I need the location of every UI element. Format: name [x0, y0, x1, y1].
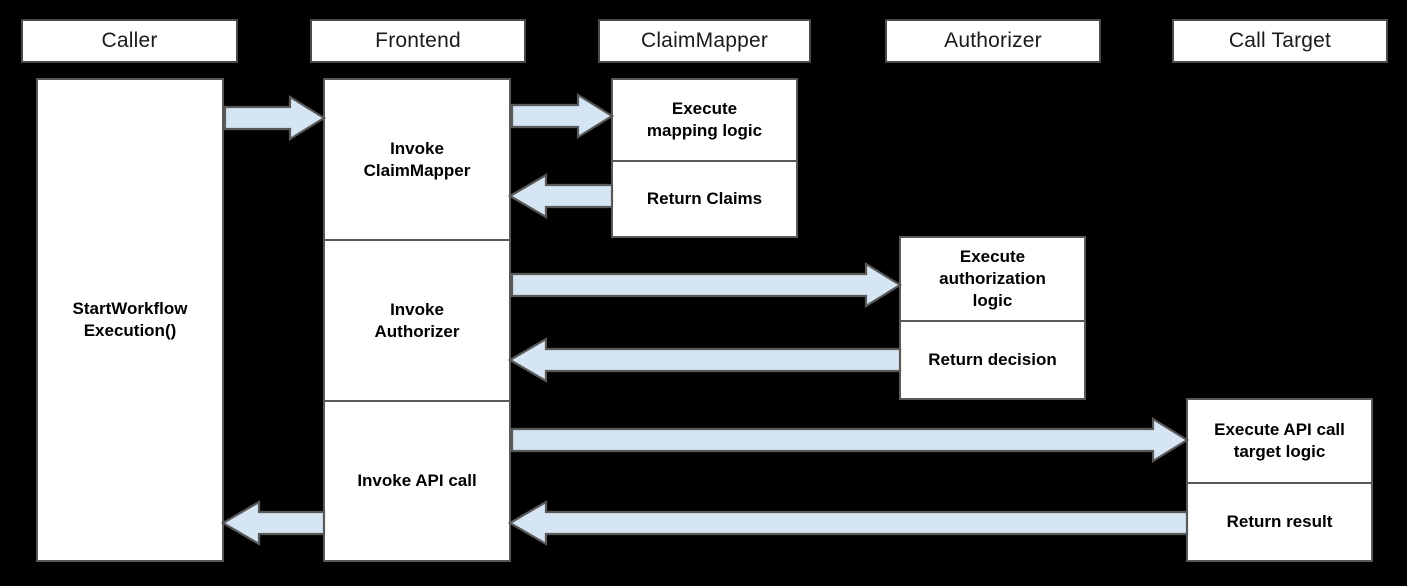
lane-header-claimmapper[interactable]: ClaimMapper — [598, 19, 811, 63]
lane-header-frontend[interactable]: Frontend — [310, 19, 526, 63]
message-arrow-authorizer-to-frontend[interactable] — [507, 337, 902, 383]
message-arrow-call-target-to-frontend[interactable] — [507, 500, 1189, 546]
message-arrow-frontend-to-call-target[interactable] — [510, 417, 1190, 463]
activation-segment-authorizer-return: Return decision — [901, 320, 1084, 398]
message-arrow-frontend-to-authorizer[interactable] — [510, 262, 903, 308]
activation-segment-claimmapper-return: Return Claims — [613, 160, 796, 236]
message-arrow-caller-to-frontend[interactable] — [223, 95, 327, 141]
activation-segment-frontend-invoke-api-call: Invoke API call — [325, 400, 509, 560]
activation-segment-calltarget-return: Return result — [1188, 482, 1371, 560]
message-arrow-frontend-to-caller[interactable] — [220, 500, 326, 546]
lane-header-call-target[interactable]: Call Target — [1172, 19, 1388, 63]
message-arrow-claimmapper-to-frontend[interactable] — [507, 173, 614, 219]
message-arrow-frontend-to-claimmapper[interactable] — [510, 93, 615, 139]
lane-header-authorizer[interactable]: Authorizer — [885, 19, 1101, 63]
lane-header-caller[interactable]: Caller — [21, 19, 238, 63]
